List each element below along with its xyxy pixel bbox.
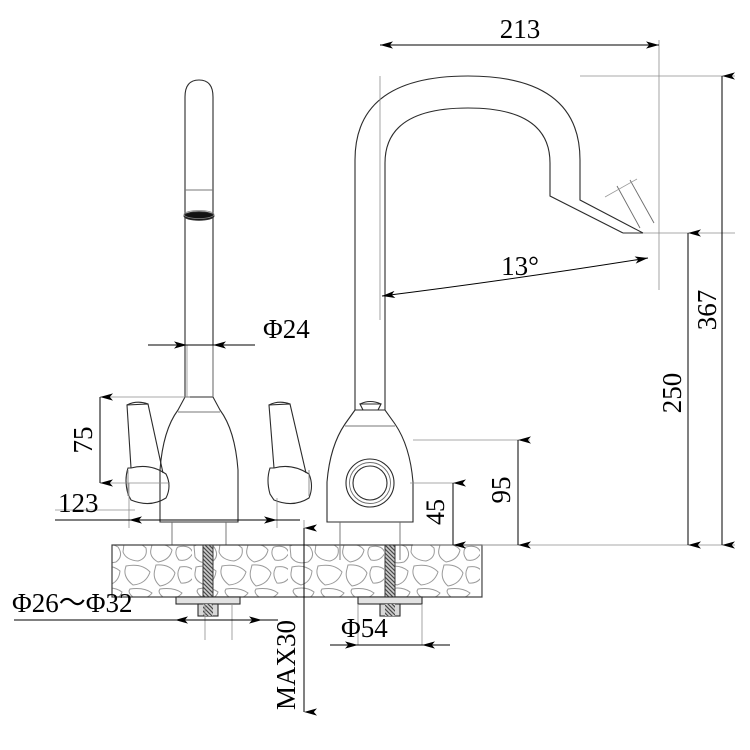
countertop-section — [111, 544, 484, 598]
dimension-max-thickness: MAX30 — [271, 524, 317, 716]
dimension-label-75: 75 — [68, 427, 98, 454]
side-handle-stem — [359, 403, 382, 411]
dimension-hub-height: 45 — [421, 479, 466, 549]
countertop-left — [111, 544, 483, 598]
dimension-label-45: 45 — [421, 499, 450, 525]
mounting-stud-front — [175, 544, 241, 617]
dimension-outlet-height: 250 — [657, 229, 701, 549]
side-body — [326, 409, 414, 523]
aerator-band — [183, 211, 215, 221]
dimension-handle-height: 75 — [68, 393, 113, 487]
front-handle-right-knob — [267, 465, 313, 505]
washer-plate-side — [357, 596, 423, 605]
side-view-faucet — [326, 75, 655, 560]
handle-hub-inner — [352, 465, 388, 501]
dimension-handle-spread: 123 — [55, 488, 300, 524]
dimension-label-367: 367 — [692, 290, 722, 331]
dimension-label-250: 250 — [657, 373, 687, 414]
dimension-label-phi26-32: Φ26～Φ32 — [12, 588, 132, 618]
dimension-tube-diameter: Φ24 — [148, 314, 310, 349]
dimension-base-diameter: Φ54 — [330, 613, 450, 649]
washer-plate-front — [175, 596, 241, 605]
front-handle-left-knob — [125, 465, 170, 505]
front-view-faucet — [125, 79, 313, 560]
dimension-spout-reach: 213 — [380, 14, 659, 49]
handle-hub-outer — [345, 458, 395, 508]
dimension-body-height: 95 — [486, 436, 531, 549]
dimension-label-213: 213 — [500, 14, 541, 44]
mounting-stud-side — [357, 544, 423, 617]
gooseneck-outer-path — [354, 75, 644, 410]
front-spout-tube — [184, 79, 214, 398]
dimension-label-max30: MAX30 — [271, 620, 301, 710]
front-handle-right-stem — [268, 403, 307, 474]
dimension-label-phi24: Φ24 — [263, 314, 310, 344]
dimension-label-13deg: 13° — [501, 251, 539, 281]
dimension-mounting-hole: Φ26～Φ32 — [12, 588, 278, 624]
dimension-label-123: 123 — [58, 488, 99, 518]
dimension-outlet-angle: 13° — [381, 251, 649, 298]
dimension-label-95: 95 — [486, 477, 516, 504]
dimension-label-phi54: Φ54 — [341, 613, 388, 643]
front-handle-left-stem — [126, 403, 164, 474]
front-body — [159, 396, 239, 523]
gooseneck-inner-path — [384, 107, 624, 410]
